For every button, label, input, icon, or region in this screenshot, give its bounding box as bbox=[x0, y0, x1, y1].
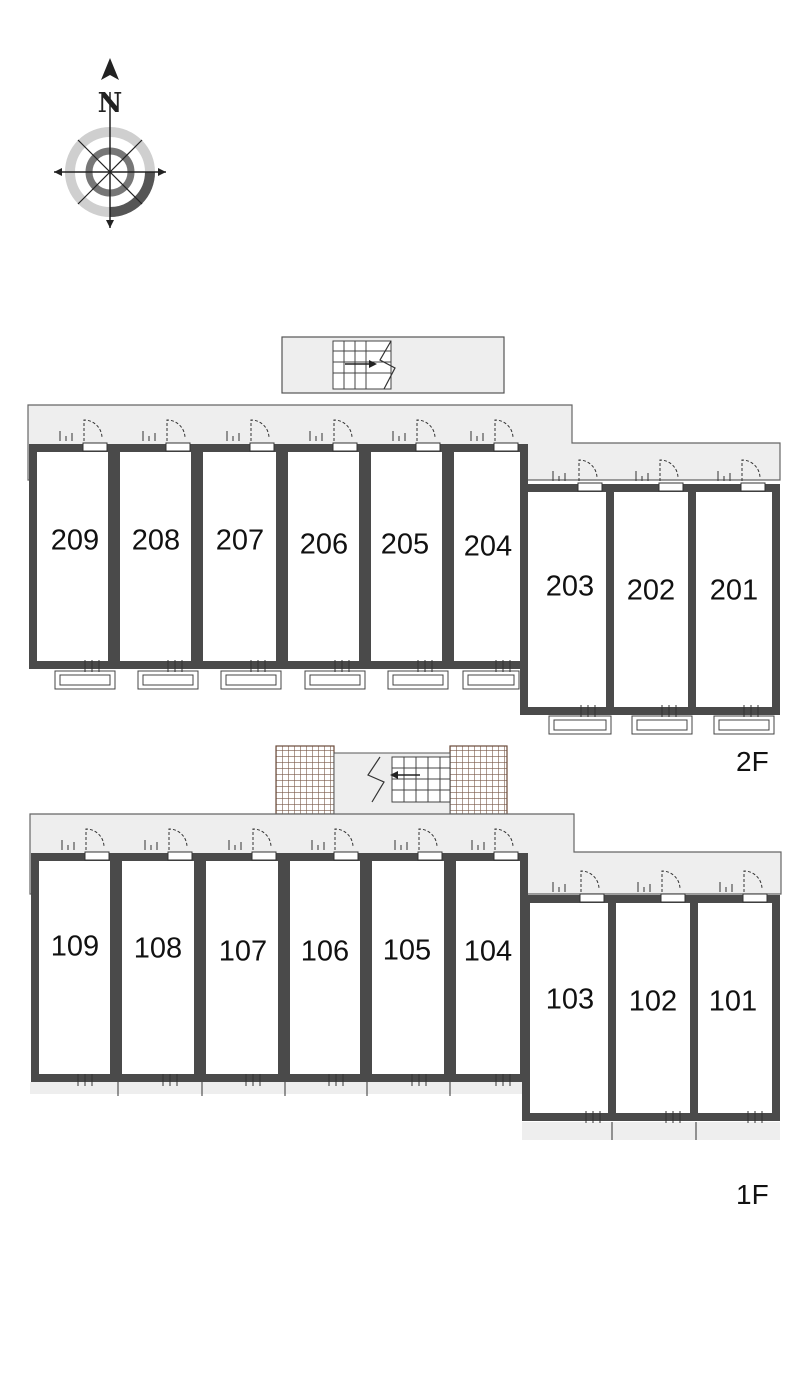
unit-label: 105 bbox=[383, 935, 431, 967]
unit-201[interactable]: 201 bbox=[688, 459, 780, 735]
unit-label: 208 bbox=[132, 525, 180, 557]
unit-101[interactable]: 101 bbox=[690, 870, 780, 1123]
unit-105[interactable]: 105 bbox=[364, 828, 452, 1086]
unit-label: 102 bbox=[629, 986, 677, 1018]
unit-label: 107 bbox=[219, 936, 267, 968]
unit-102[interactable]: 102 bbox=[608, 870, 698, 1123]
stair-landing-2f bbox=[281, 336, 505, 394]
ground-strip-left bbox=[30, 1082, 524, 1094]
unit-label: 209 bbox=[51, 525, 99, 557]
unit-label: 205 bbox=[381, 529, 429, 561]
unit-label: 106 bbox=[301, 936, 349, 968]
unit-107[interactable]: 107 bbox=[198, 828, 286, 1086]
floor-label-2f: 2F bbox=[736, 746, 769, 777]
unit-label: 203 bbox=[546, 571, 594, 603]
north-label: N bbox=[98, 88, 123, 119]
staircase-1f bbox=[333, 752, 451, 815]
staircase-2f bbox=[332, 340, 396, 390]
unit-209[interactable]: 209 bbox=[29, 419, 116, 690]
unit-108[interactable]: 108 bbox=[114, 828, 202, 1086]
unit-203[interactable]: 203 bbox=[520, 459, 614, 735]
unit-label: 109 bbox=[51, 931, 99, 963]
unit-label: 201 bbox=[710, 575, 758, 607]
unit-104[interactable]: 104 bbox=[448, 828, 528, 1086]
unit-label: 202 bbox=[627, 575, 675, 607]
unit-label: 101 bbox=[709, 986, 757, 1018]
unit-label: 108 bbox=[134, 933, 182, 965]
unit-label: 207 bbox=[216, 525, 264, 557]
unit-label: 204 bbox=[464, 531, 512, 563]
planter-right bbox=[449, 745, 508, 815]
floor-2f: 209 208 207 bbox=[27, 336, 781, 777]
floor-1f: 109 108 107 106 bbox=[29, 745, 782, 1210]
planter-left bbox=[275, 745, 335, 815]
unit-205[interactable]: 205 bbox=[363, 419, 450, 690]
ground-strip-right bbox=[522, 1122, 780, 1140]
unit-208[interactable]: 208 bbox=[112, 419, 199, 690]
compass-icon: N bbox=[54, 58, 166, 228]
unit-103[interactable]: 103 bbox=[522, 870, 616, 1123]
unit-109[interactable]: 109 bbox=[31, 828, 118, 1086]
unit-label: 104 bbox=[464, 936, 512, 968]
unit-label: 103 bbox=[546, 984, 594, 1016]
unit-label: 206 bbox=[300, 529, 348, 561]
unit-207[interactable]: 207 bbox=[195, 419, 284, 690]
unit-106[interactable]: 106 bbox=[282, 828, 368, 1086]
floor-label-1f: 1F bbox=[736, 1179, 769, 1210]
unit-202[interactable]: 202 bbox=[606, 459, 696, 735]
unit-206[interactable]: 206 bbox=[280, 419, 367, 690]
unit-204[interactable]: 204 bbox=[446, 419, 528, 690]
